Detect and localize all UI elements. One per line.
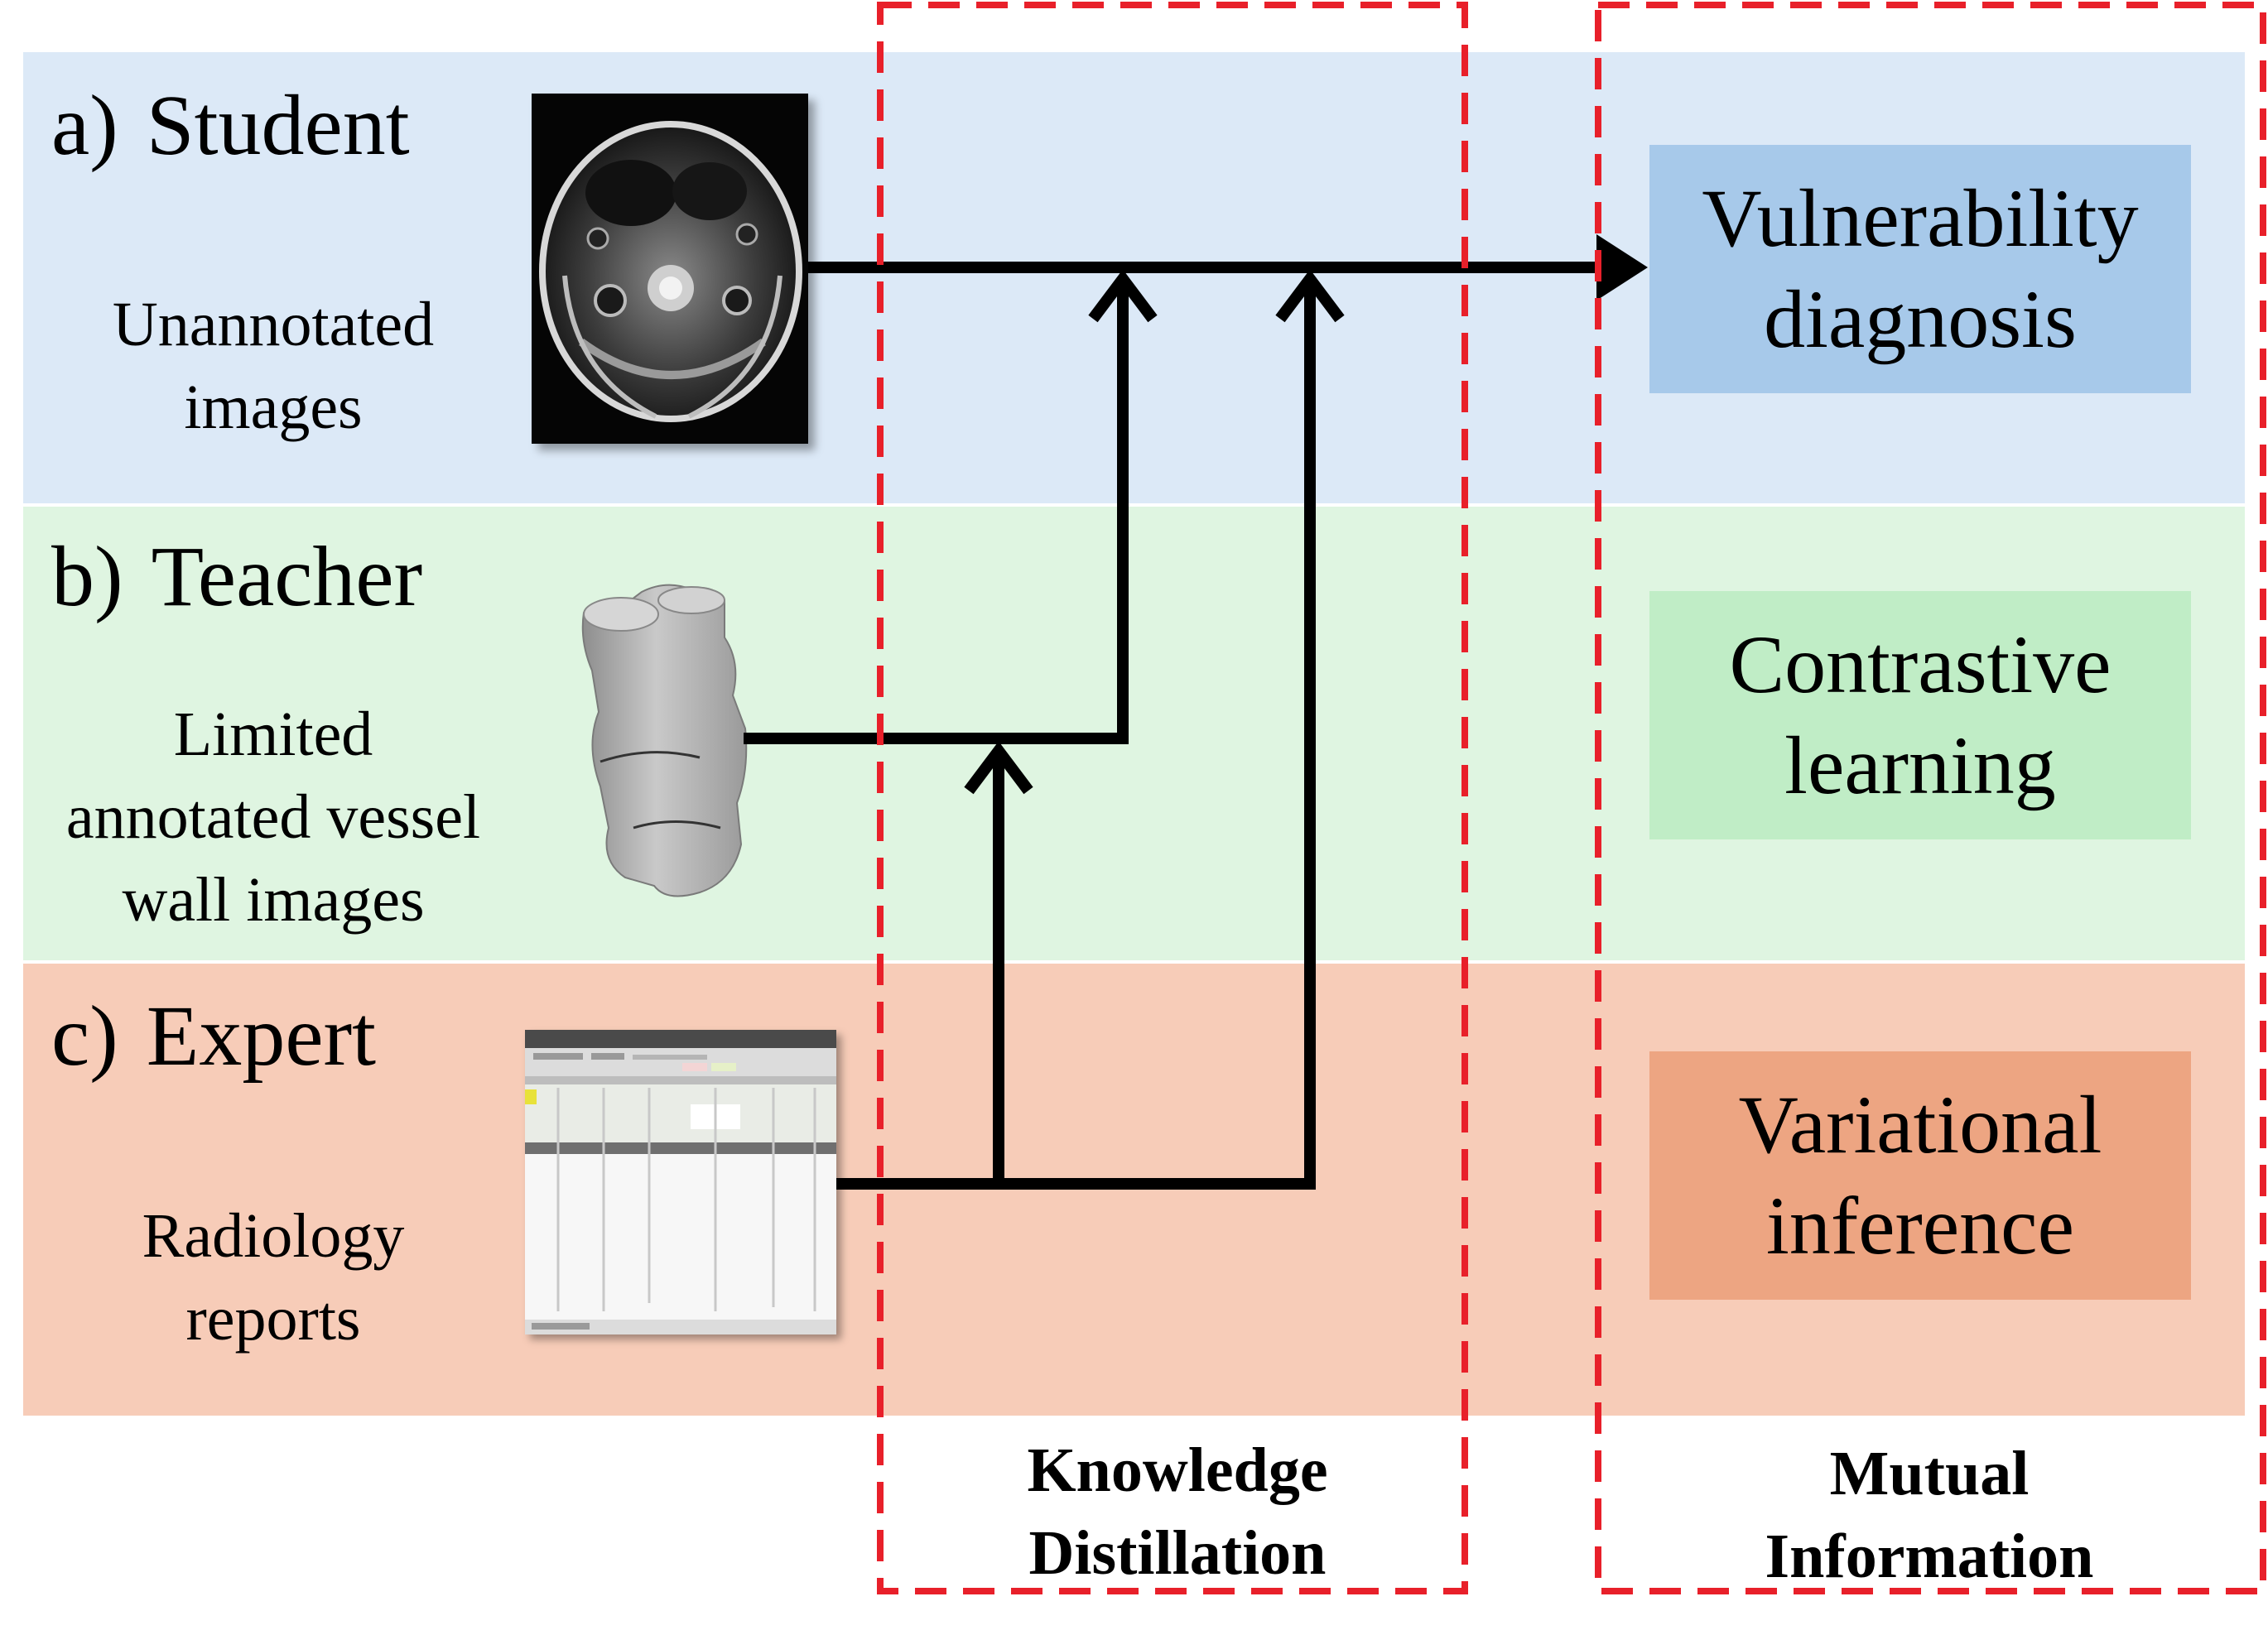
vessel-wall-render [575,579,758,902]
arrowhead [1275,269,1345,323]
contrastive-learning-box: Contrastive learning [1649,591,2191,839]
student-desc-line: Unannotated [112,290,435,359]
outcome-line: learning [1784,719,2056,811]
radiology-report-screenshot [525,1030,836,1334]
teacher-name: Teacher [151,529,423,624]
teacher-description: Limited annotated vessel wall images [33,693,513,941]
knowledge-distillation-border [877,2,1468,1594]
student-letter: a) [51,78,118,173]
expert-name: Expert [146,988,377,1084]
student-desc-line: images [184,373,363,442]
teacher-letter: b) [51,529,123,624]
outcome-line: inference [1766,1180,2074,1272]
outcome-line: Vulnerability [1702,172,2139,264]
vulnerability-diagnosis-box: Vulnerability diagnosis [1649,145,2191,393]
group-label-line: Distillation [1028,1518,1327,1588]
mutual-information-label: Mutual Information [1697,1432,2161,1598]
student-name: Student [146,78,410,173]
expert-description: Radiology reports [33,1195,513,1360]
knowledge-distillation-label: Knowledge Distillation [946,1429,1409,1594]
expert-title: c)Expert [51,993,376,1080]
expert-letter: c) [51,988,118,1084]
teacher-title: b)Teacher [51,534,422,620]
arrowhead [964,741,1033,795]
arrowhead [1088,269,1158,323]
variational-inference-box: Variational inference [1649,1051,2191,1300]
main-arrowhead [1596,234,1648,301]
outcome-line: Variational [1738,1079,2102,1171]
teacher-desc-line: Limited [173,700,373,769]
teacher-desc-line: wall images [122,865,425,935]
student-title: a)Student [51,83,410,169]
outcome-line: Contrastive [1729,618,2112,710]
student-description: Unannotated images [33,283,513,449]
outcome-line: diagnosis [1764,273,2077,365]
mri-image [532,94,808,444]
teacher-desc-line: annotated vessel [65,782,481,852]
group-label-line: Mutual [1829,1439,2030,1508]
mutual-information-border [1595,2,2266,1594]
teacher-arrow [744,281,1129,744]
group-label-line: Information [1765,1522,2094,1591]
expert-desc-line: reports [185,1284,361,1354]
group-label-line: Knowledge [1027,1435,1328,1505]
expert-desc-line: Radiology [142,1201,405,1271]
